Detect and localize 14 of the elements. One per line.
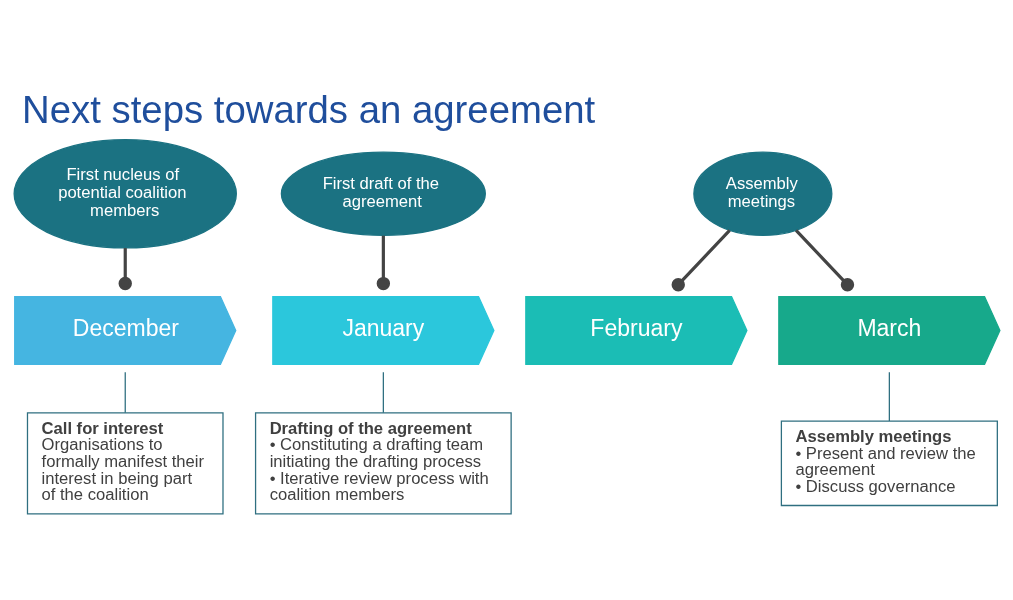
connector [124,371,126,413]
node-box: Call for interest Organisations to formally manifest their interest in being part of the coalition [26,411,224,514]
node-ellipse: First draft of the agreement [280,151,486,236]
node-box: Assembly meetings • Present and review the agreement • Discuss governance [780,420,998,506]
connector [376,235,390,290]
connector [671,228,731,291]
connector [888,371,890,422]
connector [382,371,384,413]
connector [118,247,132,290]
connector [794,228,854,291]
node-box: Drafting of the agreement • Constituting a drafting team initiating the drafting process • Iterative review process with coalition members [254,411,512,514]
node-ellipse: Assembly meetings [692,151,832,236]
diagram-title: Next steps towards an agreement [21,87,595,131]
node-ellipse: First nucleus of potential coalition members [13,138,237,249]
